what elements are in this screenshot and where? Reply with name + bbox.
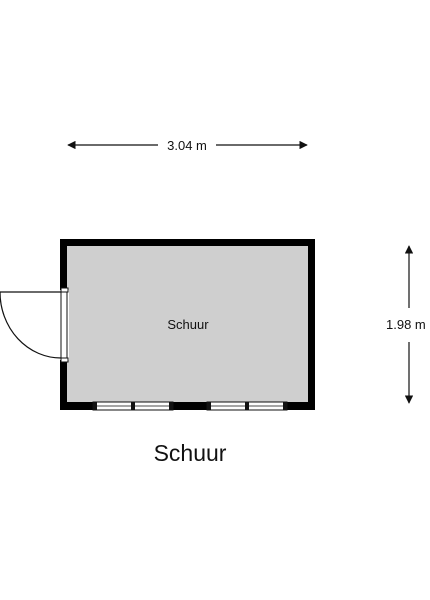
room-label: Schuur — [167, 317, 209, 332]
window-bottom-right — [206, 401, 288, 411]
height-dimension-label: 1.98 m — [386, 317, 426, 332]
door-frame-top — [60, 287, 69, 293]
width-dimension-label: 3.04 m — [167, 138, 207, 153]
width-dimension: 3.04 m — [67, 138, 308, 153]
door-swing-arc — [0, 291, 62, 359]
room-shed: Schuur — [0, 239, 315, 411]
door-opening — [58, 290, 69, 360]
plan-title: Schuur — [154, 440, 227, 466]
room-floor — [67, 246, 308, 402]
height-dimension: 1.98 m — [386, 245, 426, 404]
window-bottom-left — [92, 401, 174, 411]
door-frame-bottom — [60, 357, 69, 363]
